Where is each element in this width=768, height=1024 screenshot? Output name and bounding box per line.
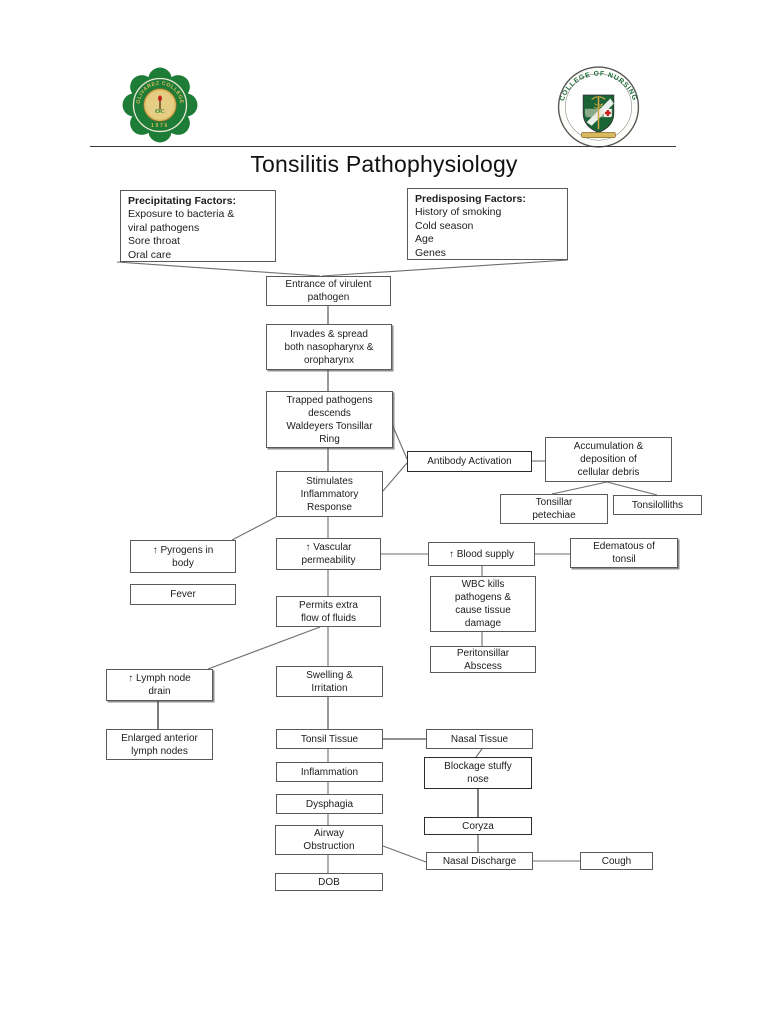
node-precipitating-factors: Precipitating Factors: Exposure to bacte… bbox=[120, 190, 276, 262]
node-accumulation-cellular-debris: Accumulation & deposition of cellular de… bbox=[545, 437, 672, 482]
node-entrance-of-virulent-pathogen: Entrance of virulent pathogen bbox=[266, 276, 391, 306]
node-lymph-node-drain: ↑ Lymph node drain bbox=[106, 669, 213, 701]
node-tonsil-tissue: Tonsil Tissue bbox=[276, 729, 383, 749]
precipitating-header: Precipitating Factors: bbox=[128, 195, 236, 207]
predisposing-header: Predisposing Factors: bbox=[415, 193, 526, 205]
connector-line bbox=[551, 481, 608, 495]
node-invades-and-spread: Invades & spread both nasopharynx & orop… bbox=[266, 324, 392, 370]
node-tonsillar-petechiae: Tonsillar petechiae bbox=[500, 494, 608, 524]
node-dob: DOB bbox=[275, 873, 383, 891]
node-peritonsillar-abscess: Peritonsillar Abscess bbox=[430, 646, 536, 673]
node-stimulates-inflammatory-response: Stimulates Inflammatory Response bbox=[276, 471, 383, 517]
node-predisposing-factors: Predisposing Factors: History of smoking… bbox=[407, 188, 568, 260]
node-fever: Fever bbox=[130, 584, 236, 605]
logo-year-text: 1976 bbox=[151, 123, 169, 129]
white-ring bbox=[132, 77, 188, 133]
node-pyrogens-in-body: ↑ Pyrogens in body bbox=[130, 540, 236, 573]
college-of-nursing-seal: COLLEGE OF NURSING bbox=[557, 66, 640, 148]
node-dysphagia: Dysphagia bbox=[276, 794, 383, 814]
node-vascular-permeability: ↑ Vascular permeability bbox=[276, 538, 381, 570]
banner-ribbon bbox=[581, 132, 616, 138]
node-blood-supply: ↑ Blood supply bbox=[428, 542, 535, 566]
logo-monogram: OC bbox=[155, 108, 165, 115]
connector-line bbox=[207, 626, 321, 670]
connector-line bbox=[475, 748, 483, 758]
node-coryza: Coryza bbox=[424, 817, 532, 835]
node-tonsilolliths: Tonsilolliths bbox=[613, 495, 702, 515]
node-nasal-discharge: Nasal Discharge bbox=[426, 852, 533, 870]
connector-line bbox=[321, 259, 569, 277]
caduceus-icon bbox=[591, 96, 606, 130]
node-antibody-activation: Antibody Activation bbox=[407, 451, 532, 472]
olivarez-college-logo: OLIVAREZ COLLEGE 1976 OC bbox=[122, 67, 198, 143]
node-permits-extra-flow: Permits extra flow of fluids bbox=[276, 596, 381, 627]
connector-line bbox=[116, 261, 321, 277]
red-cross-icon bbox=[604, 109, 612, 117]
node-airway-obstruction: Airway Obstruction bbox=[275, 825, 383, 855]
header-divider bbox=[90, 146, 676, 147]
connector-line bbox=[231, 516, 277, 541]
node-cough: Cough bbox=[580, 852, 653, 870]
connector-line bbox=[391, 423, 408, 460]
torch-icon bbox=[157, 95, 163, 110]
node-trapped-pathogens: Trapped pathogens descends Waldeyers Ton… bbox=[266, 391, 393, 448]
node-nasal-tissue: Nasal Tissue bbox=[426, 729, 533, 749]
connector-line bbox=[382, 845, 427, 863]
node-inflammation: Inflammation bbox=[276, 762, 383, 782]
page-title: Tonsilitis Pathophysiology bbox=[250, 151, 518, 177]
node-blockage-stuffy-nose: Blockage stuffy nose bbox=[424, 757, 532, 789]
connector-line bbox=[382, 462, 408, 492]
connector-line bbox=[606, 481, 658, 496]
precipitating-items: Exposure to bacteria & viral pathogens S… bbox=[128, 208, 235, 261]
node-swelling-irritation: Swelling & Irritation bbox=[276, 666, 383, 697]
node-wbc-kills-pathogens: WBC kills pathogens & cause tissue damag… bbox=[430, 576, 536, 632]
node-enlarged-anterior-lymph-nodes: Enlarged anterior lymph nodes bbox=[106, 729, 213, 760]
node-edematous-of-tonsil: Edematous of tonsil bbox=[570, 538, 678, 568]
predisposing-items: History of smoking Cold season Age Genes bbox=[415, 206, 502, 259]
